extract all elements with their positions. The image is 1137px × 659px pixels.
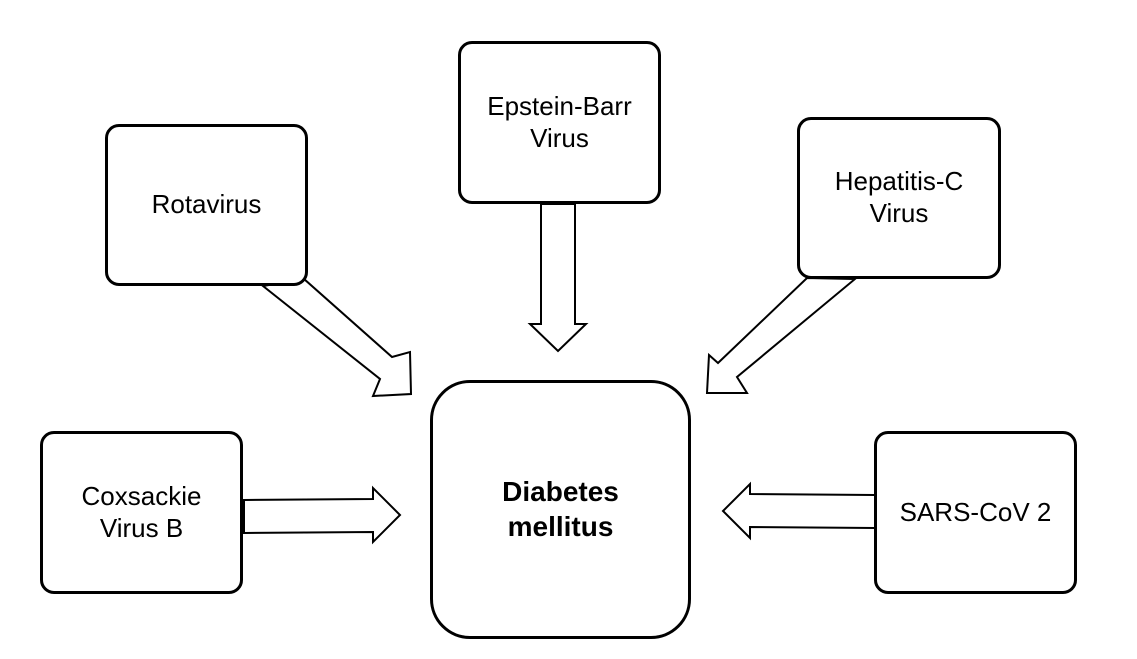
arrow-hepatitis-c-to-diabetes	[705, 276, 858, 394]
node-hepatitis-c-virus: Hepatitis-C Virus	[797, 117, 1001, 279]
node-rotavirus-label: Rotavirus	[151, 189, 262, 220]
node-hepatitis-c-virus-label: Hepatitis-C Virus	[834, 166, 964, 228]
node-epstein-barr-virus: Epstein-Barr Virus	[458, 41, 661, 204]
node-coxsackie-virus-b-label: Coxsackie Virus B	[81, 480, 202, 543]
arrow-sars-cov-2-to-diabetes	[721, 481, 876, 541]
arrow-rotavirus-to-diabetes	[260, 277, 413, 398]
node-coxsackie-virus-b: Coxsackie Virus B	[40, 431, 243, 594]
arrow-epstein-barr-to-diabetes	[527, 203, 589, 353]
node-epstein-barr-virus-label: Epstein-Barr Virus	[487, 90, 632, 153]
node-diabetes-mellitus-label: Diabetes mellitus	[502, 476, 619, 542]
node-sars-cov-2-label: SARS-CoV 2	[899, 496, 1052, 527]
node-sars-cov-2: SARS-CoV 2	[874, 431, 1077, 594]
node-rotavirus: Rotavirus	[105, 124, 308, 286]
node-diabetes-mellitus: Diabetes mellitus	[430, 380, 691, 639]
arrow-coxsackie-to-diabetes	[243, 485, 402, 545]
